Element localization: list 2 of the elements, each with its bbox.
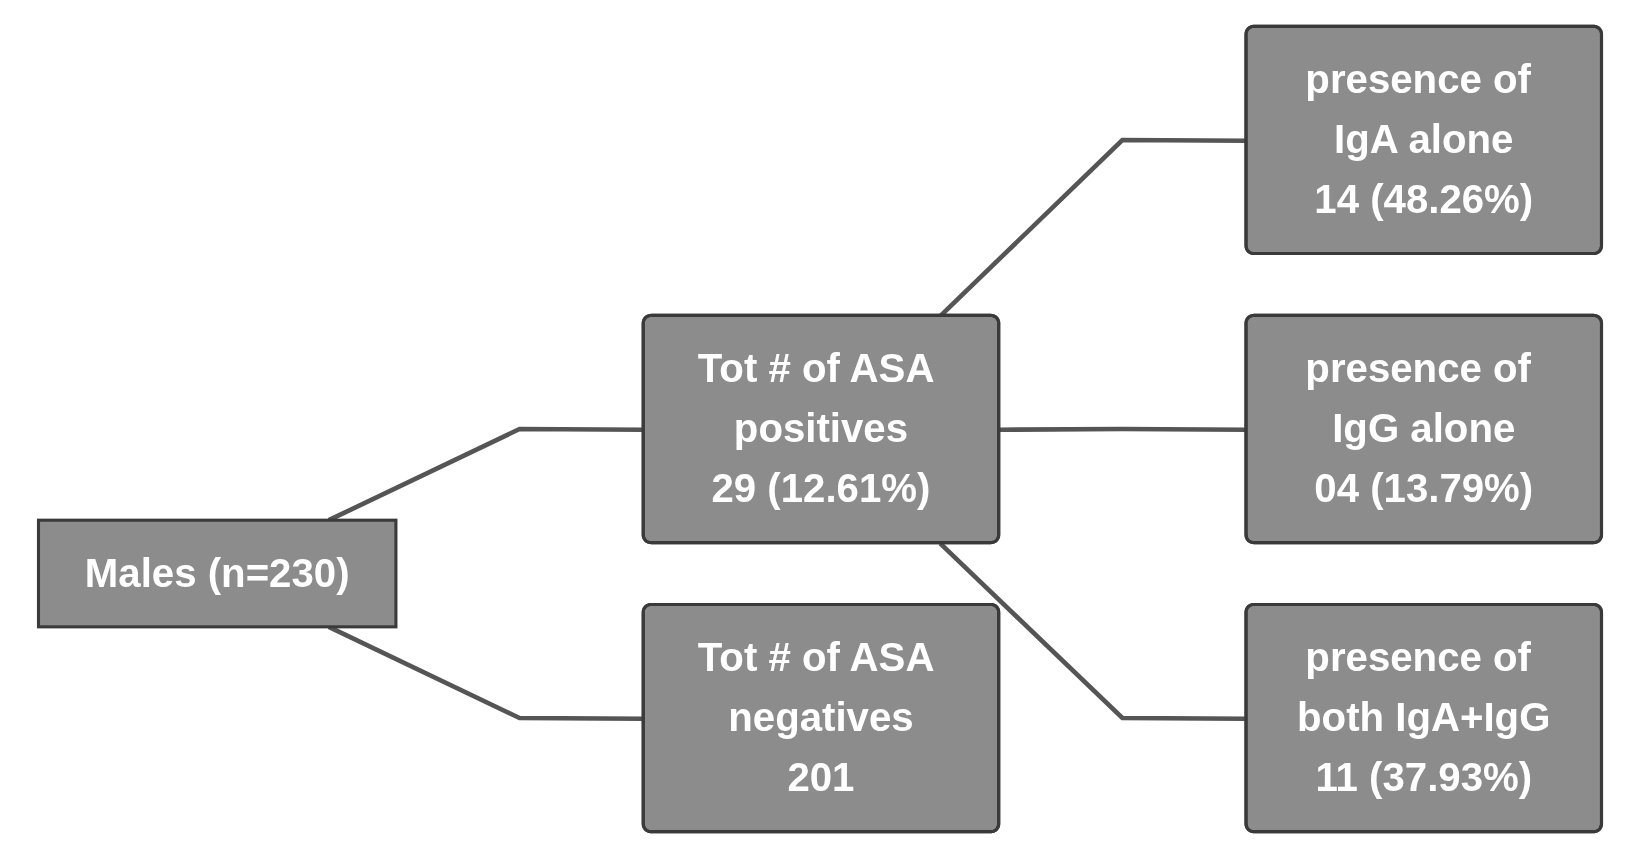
node-box: Males (n=230) <box>36 518 398 629</box>
connector <box>999 426 1247 433</box>
